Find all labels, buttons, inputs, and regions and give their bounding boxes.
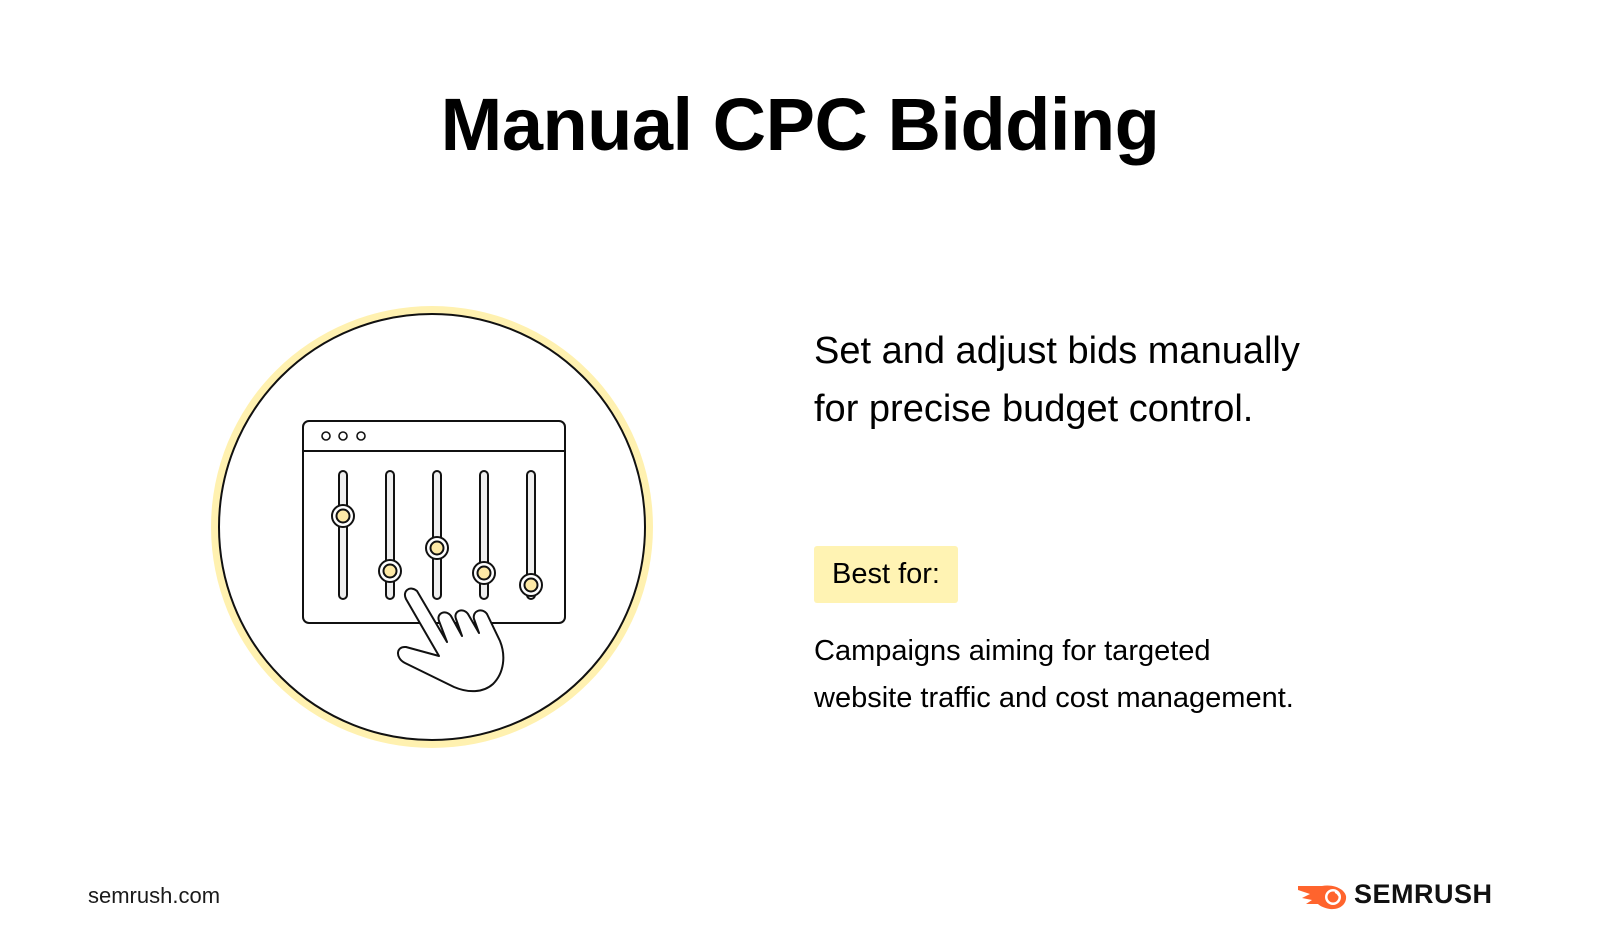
semrush-brand: SEMRUSH: [1354, 879, 1493, 909]
semrush-logo: SEMRUSH: [1296, 879, 1493, 910]
page-title: Manual CPC Bidding: [440, 83, 1160, 166]
best-for-line-1: Campaigns aiming for targeted: [814, 635, 1211, 667]
headline-line-1: Set and adjust bids manually: [814, 330, 1300, 372]
best-for-line-2: website traffic and cost management.: [814, 682, 1294, 714]
sliders-window-with-hand-icon: [211, 306, 653, 748]
best-for-badge: Best for:: [814, 546, 958, 603]
best-for-description: Campaigns aiming for targeted website tr…: [814, 628, 1434, 722]
semrush-fireball-icon: [1298, 884, 1347, 909]
sliders-illustration: [206, 301, 658, 753]
headline-line-2: for precise budget control.: [814, 388, 1254, 430]
footer-url: semrush.com: [88, 883, 221, 908]
headline: Set and adjust bids manually for precise…: [814, 322, 1414, 438]
